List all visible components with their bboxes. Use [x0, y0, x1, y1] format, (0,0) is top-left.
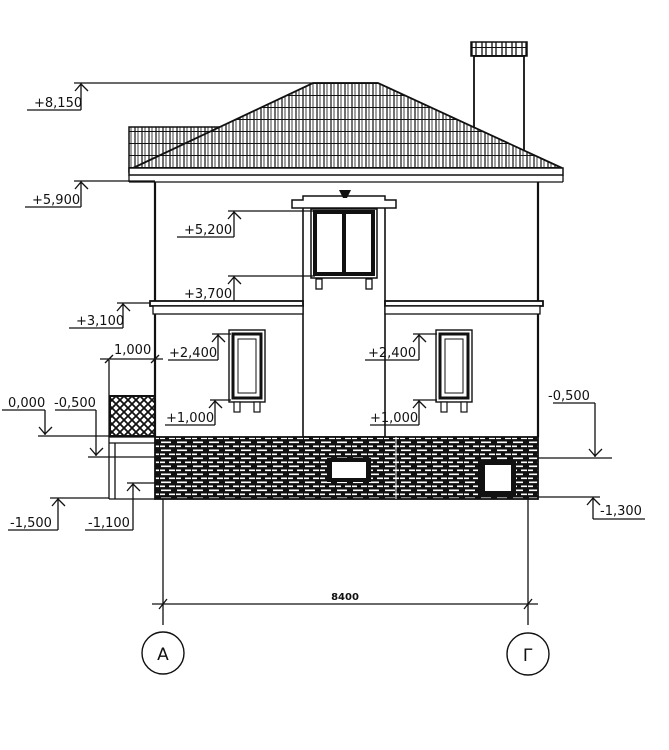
elevation-ground-right: -0,500: [548, 389, 590, 404]
elevation-plinth-bottom-right: -1,300: [600, 504, 642, 519]
dimension-porch-width: 1,000: [114, 343, 151, 358]
elevation-ridge: +8,150: [34, 96, 82, 111]
axis-bubble-a: [141, 631, 185, 675]
elevation-floor-cornice: +3,100: [76, 314, 124, 329]
elevation-upper-window-bottom: +3,700: [184, 287, 232, 302]
elevation-ground-left: -1,500: [10, 516, 52, 531]
basement-window-right: [478, 460, 516, 496]
elevation-porch-level-left: -0,500: [54, 396, 96, 411]
brick-plinth: [154, 436, 539, 500]
porch: [108, 360, 156, 500]
elevation-left-window-bottom: +1,000: [166, 411, 214, 426]
elevation-upper-window-top: +5,200: [184, 223, 232, 238]
roof: [128, 82, 564, 183]
elevation-marks: +8,150 +5,900 +5,200 +3,700 +3,100 1,000: [2, 82, 645, 531]
basement-window-left: [327, 458, 371, 482]
floor-cornice: [149, 300, 544, 315]
elevation-right-window-bottom: +1,000: [370, 411, 418, 426]
axis-label-a: А: [157, 645, 169, 665]
elevation-eaves: +5,900: [32, 193, 80, 208]
ground-floor: [153, 314, 540, 437]
axis-lines: 8400 А Г: [141, 499, 550, 676]
axis-span-dimension: 8400: [331, 592, 359, 603]
right-window: [435, 329, 473, 413]
axis-bubble-g: [506, 632, 550, 676]
elevation-zero-level: 0,000: [8, 396, 45, 411]
axis-label-g: Г: [523, 646, 533, 666]
left-window: [228, 329, 266, 413]
upper-floor: [153, 182, 540, 438]
elevation-right-window-top: +2,400: [368, 346, 416, 361]
elevation-porch-bottom: -1,100: [88, 516, 130, 531]
elevation-left-window-top: +2,400: [169, 346, 217, 361]
upper-window: [310, 208, 378, 290]
